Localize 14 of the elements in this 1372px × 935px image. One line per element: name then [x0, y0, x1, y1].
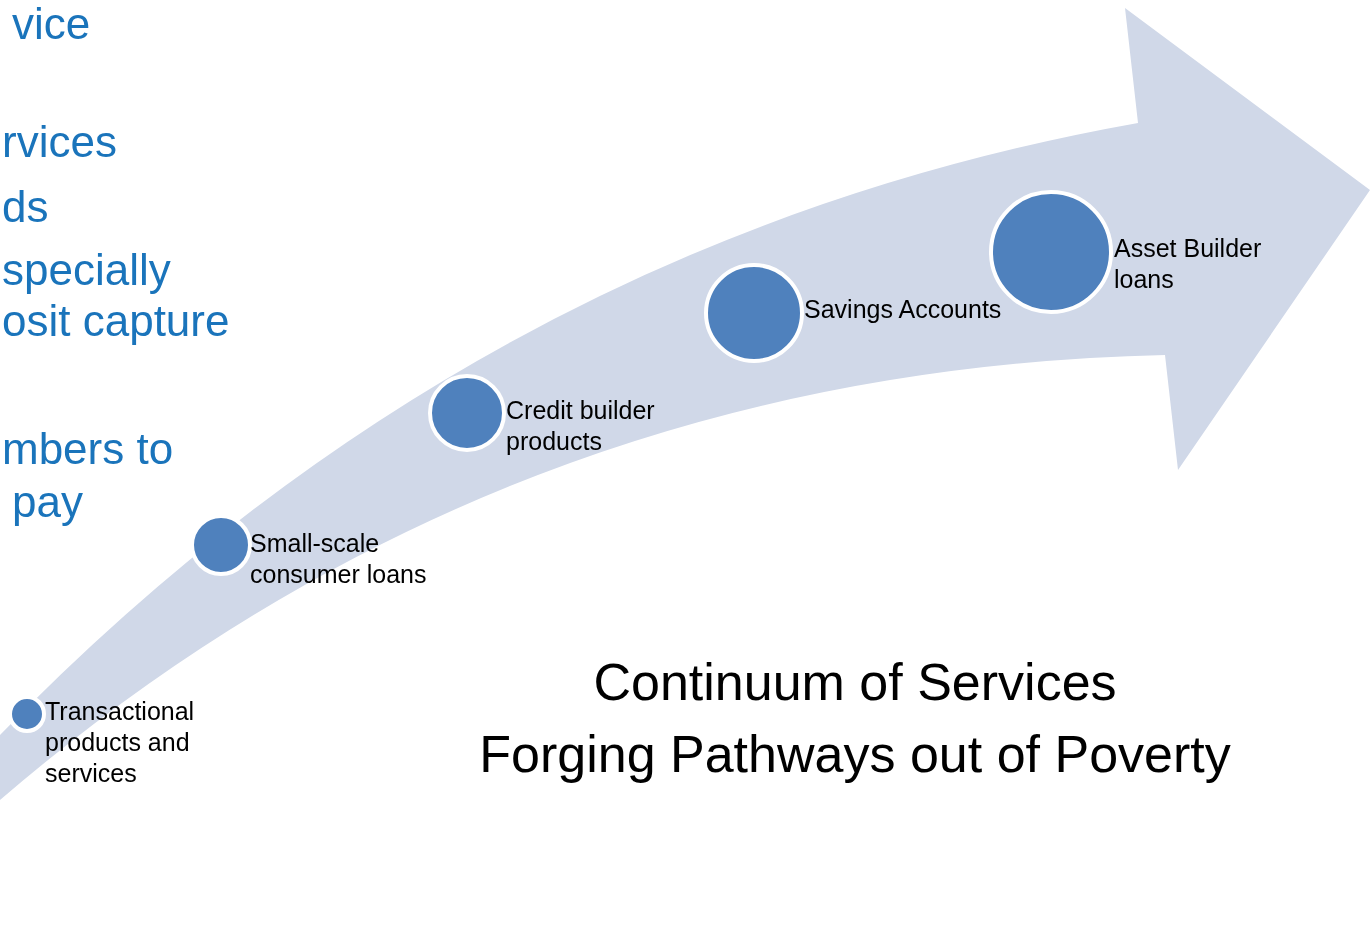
milestone-label: Asset Builder loans — [1114, 233, 1263, 295]
bullet-text-fragment: mbers to — [2, 425, 174, 473]
milestone-label: Savings Accounts — [804, 294, 1003, 325]
bullet-text-fragment: specially — [2, 246, 171, 294]
diagram-subtitle: Forging Pathways out of Poverty — [479, 724, 1231, 785]
bullet-text-fragment: ds — [2, 183, 49, 231]
bullet-text-fragment: vice — [12, 0, 91, 48]
bullet-text-fragment: pay — [12, 478, 83, 526]
milestone-label: Small-scale consumer loans — [250, 528, 428, 590]
milestone-label: Credit builder products — [506, 395, 656, 457]
milestone-label: Transactional products and services — [45, 696, 196, 789]
bullet-text-fragment: rvices — [2, 118, 117, 166]
bullet-text-fragment: osit capture — [2, 297, 230, 345]
diagram-title: Continuum of Services — [593, 652, 1117, 713]
